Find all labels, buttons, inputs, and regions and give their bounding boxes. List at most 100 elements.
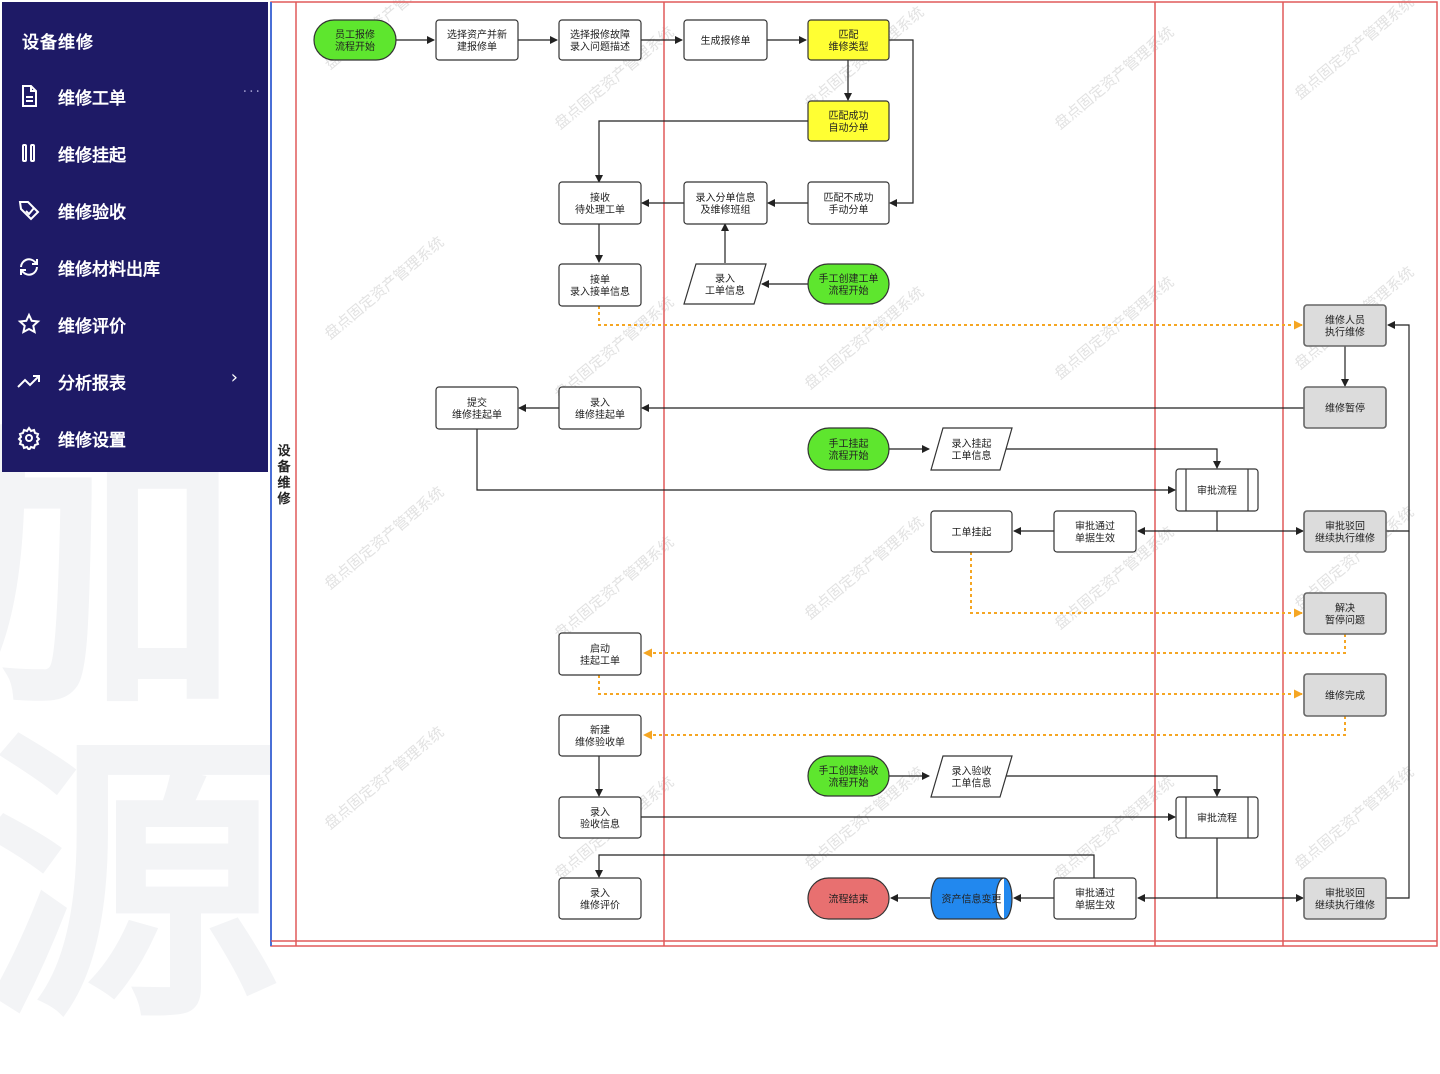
flow-node-shape [558, 181, 642, 225]
flow-node-shape [558, 877, 642, 920]
flow-node-label: 资产信息变更 [942, 893, 1002, 906]
sidebar-item-repair-acceptance[interactable]: 维修验收 [2, 190, 268, 230]
flow-node-shape [1175, 796, 1259, 839]
pause-icon [14, 138, 44, 168]
flow-node-shape [683, 181, 768, 225]
flow-node-shape [558, 386, 642, 430]
flow-node-label: 录入维修挂起单 [575, 397, 625, 421]
flow-node-n16: 维修暂停 [1303, 386, 1387, 429]
sidebar-item-label: 分析报表 [58, 373, 126, 394]
connector [1000, 448, 1221, 469]
flow-node-n26: 新建维修验收单 [558, 714, 642, 757]
connector [1137, 511, 1218, 535]
flow-node-n22: 审批驳回继续执行维修 [1303, 510, 1387, 553]
flow-node-n1: 员工报修流程开始 [313, 19, 397, 61]
flow-node-label: 手工创建工单流程开始 [819, 272, 879, 297]
flow-node-shape [558, 19, 642, 61]
sidebar-item-repair-order[interactable]: 维修工单 ··· [2, 76, 268, 116]
flow-node-n2: 选择资产并新建报修单 [435, 19, 519, 61]
more-icon[interactable]: ··· [242, 84, 262, 100]
flow-node-shape [435, 19, 519, 61]
flow-node-label: 提交维修挂起单 [452, 396, 502, 421]
flow-node-shape [558, 796, 642, 839]
flow-diagram: 盘点固定资产管理系统盘点固定资产管理系统盘点固定资产管理系统盘点固定资产管理系统… [270, 0, 1438, 947]
sidebar-item-analysis-report[interactable]: 分析报表 › [2, 361, 268, 401]
sidebar-item-repair-suspend[interactable]: 维修挂起 [2, 133, 268, 173]
flow-node-label: 维修人员执行维修 [1325, 314, 1365, 339]
flow-node-n9: 匹配不成功手动分单 [807, 181, 890, 225]
flow-node-shape [930, 877, 1013, 920]
sidebar-item-label: 维修设置 [58, 430, 126, 451]
flow-node-n31: 录入维修评价 [558, 877, 642, 920]
flow-node-label: 匹配维修类型 [829, 29, 869, 53]
flow-node-shape [558, 263, 642, 307]
flow-node-shape [683, 19, 768, 61]
flow-node-shape [807, 427, 890, 471]
watermark-text: 盘点固定资产管理系统 [321, 723, 447, 833]
flow-node-label: 流程结束 [829, 893, 869, 906]
flow-node-n5: 匹配维修类型 [807, 19, 890, 61]
trend-up-icon [14, 366, 44, 396]
flow-node-label: 手工挂起流程开始 [829, 437, 869, 462]
flow-node-n21: 审批通过单据生效 [1053, 510, 1137, 553]
sidebar-item-material-outbound[interactable]: 维修材料出库 [2, 247, 268, 287]
flow-node-label: 工单挂起 [952, 526, 992, 539]
flow-node-shape [1053, 510, 1137, 553]
gear-icon [14, 423, 44, 453]
flow-node-label: 审批通过单据生效 [1075, 887, 1115, 912]
flow-node-label: 匹配不成功手动分单 [824, 192, 874, 216]
connector [1000, 775, 1221, 797]
star-icon [14, 309, 44, 339]
flow-node-n25: 维修完成 [1303, 673, 1387, 717]
flow-node-label: 审批流程 [1197, 812, 1237, 825]
flow-node-n11: 录入工单信息 [683, 263, 767, 305]
watermark-text: 盘点固定资产管理系统 [551, 533, 677, 643]
flow-node-n27: 手工创建验收流程开始 [807, 755, 890, 797]
flow-node-shape [1303, 304, 1387, 347]
watermark-text: 盘点固定资产管理系统 [1291, 0, 1417, 103]
flow-node-shape [1303, 592, 1387, 635]
watermark-text: 盘点固定资产管理系统 [801, 513, 927, 623]
watermark-text: 盘点固定资产管理系统 [1051, 273, 1177, 383]
dashed-connector [598, 675, 1303, 699]
dashed-connector [598, 306, 1303, 330]
flow-node-shape [1303, 673, 1387, 717]
flow-node-shape [807, 263, 890, 305]
flow-node-n17: 手工挂起流程开始 [807, 427, 890, 471]
flow-node-shape [1053, 877, 1137, 920]
flow-node-n14: 提交维修挂起单 [435, 386, 519, 430]
swimlane-frame [270, 1, 1438, 947]
flow-node-label: 维修完成 [1325, 689, 1365, 702]
refresh-icon [14, 252, 44, 282]
watermark-text: 盘点固定资产管理系统 [1051, 23, 1177, 133]
flow-node-label: 录入验收信息 [580, 807, 620, 831]
flow-node-label: 生成报修单 [701, 34, 751, 47]
sidebar-item-repair-evaluation[interactable]: 维修评价 [2, 304, 268, 344]
flow-node-shape [807, 877, 890, 920]
document-icon [14, 81, 44, 111]
dashed-connector-layer [598, 306, 1346, 740]
flow-node-n4: 生成报修单 [683, 19, 768, 61]
flow-node-shape [807, 755, 890, 797]
connector [1386, 321, 1410, 532]
watermark-text: 盘点固定资产管理系统 [321, 233, 447, 343]
connector [889, 39, 914, 207]
flow-node-shape [1303, 386, 1387, 429]
connector-layer [395, 36, 1410, 902]
flow-node-shape [930, 510, 1013, 553]
flow-node-label: 手工创建验收流程开始 [819, 764, 879, 789]
flow-node-n10: 接单录入接单信息 [558, 263, 642, 307]
sidebar-item-repair-settings[interactable]: 维修设置 [2, 418, 268, 458]
flow-node-shape [1303, 510, 1387, 553]
flow-node-n33: 资产信息变更 [930, 877, 1013, 920]
flow-node-shape [807, 100, 890, 142]
flow-node-label: 录入工单信息 [705, 273, 745, 297]
chevron-right-icon[interactable]: › [230, 367, 238, 388]
flow-node-n3: 选择报修故障录入问题描述 [558, 19, 642, 61]
flow-node-shape [807, 181, 890, 225]
flow-node-n12: 手工创建工单流程开始 [807, 263, 890, 305]
flow-node-n7: 接收待处理工单 [558, 181, 642, 225]
flow-node-n18: 录入挂起工单信息 [930, 427, 1013, 471]
dashed-connector [970, 552, 1303, 618]
